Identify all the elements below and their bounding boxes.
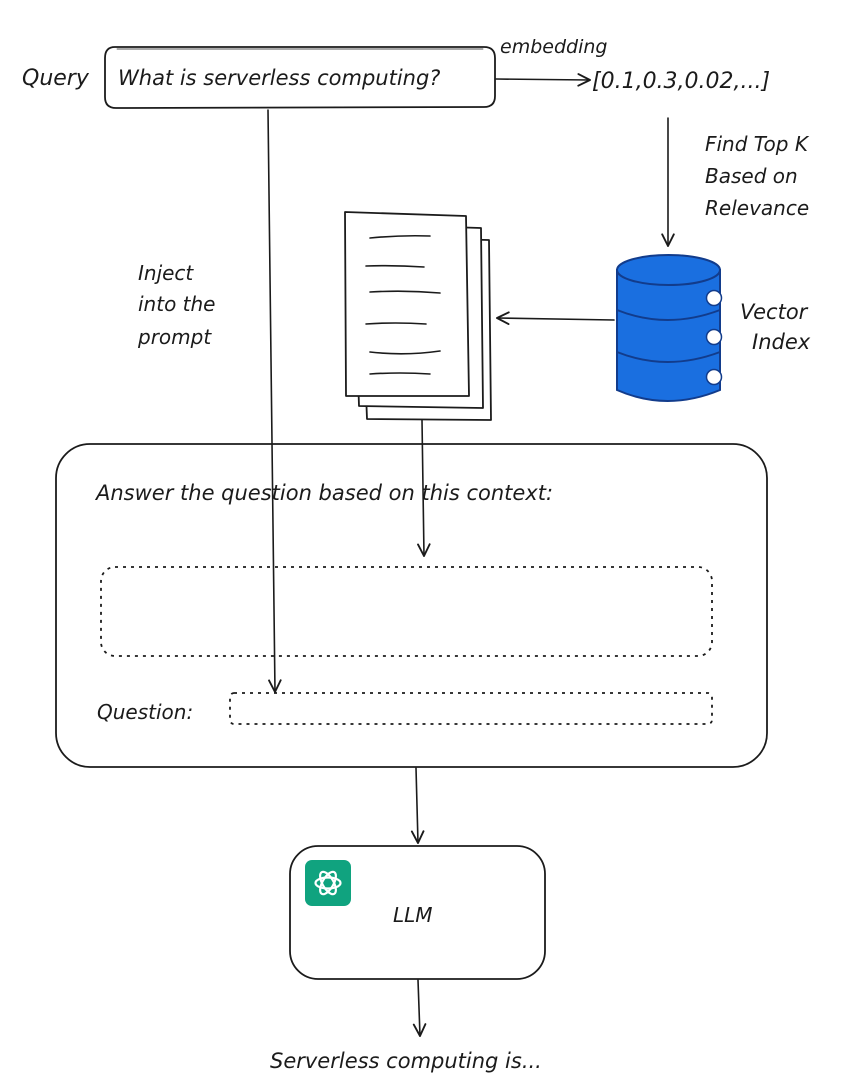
retrieval-line-2: Based on xyxy=(705,164,798,188)
documents-icon xyxy=(344,211,492,421)
database-icon xyxy=(616,254,723,402)
prompt-instruction: Answer the question based on this contex… xyxy=(94,481,553,505)
openai-logo-icon xyxy=(305,860,351,906)
context-arrow xyxy=(417,419,431,557)
embedding-vector: [0.1,0.3,0.02,...] xyxy=(592,69,770,94)
output-text: Serverless computing is... xyxy=(270,1049,542,1073)
retrieval-line-3: Relevance xyxy=(705,196,809,220)
retrieval-line-1: Find Top K xyxy=(705,132,810,156)
vector-index-line-2: Index xyxy=(752,330,811,354)
prompt-template-box: Answer the question based on this contex… xyxy=(55,443,768,768)
inject-line-1: Inject xyxy=(138,261,194,285)
question-placeholder xyxy=(229,692,713,725)
vector-index-line-1: Vector xyxy=(740,300,809,324)
prompt-to-llm-arrow xyxy=(410,767,425,844)
context-placeholder xyxy=(100,566,713,657)
query-text: What is serverless computing? xyxy=(118,66,440,90)
documents-arrow xyxy=(496,311,615,325)
query-label: Query xyxy=(22,66,90,91)
inject-line-3: prompt xyxy=(137,325,212,349)
question-label: Question: xyxy=(97,700,193,724)
llm-box: LLM xyxy=(289,845,546,980)
llm-to-output-arrow xyxy=(412,979,427,1037)
embedding-label: embedding xyxy=(500,36,607,58)
query-box: What is serverless computing? xyxy=(104,46,496,109)
embedding-arrow xyxy=(495,73,591,87)
llm-label: LLM xyxy=(393,903,433,927)
inject-line-2: into the xyxy=(138,292,216,316)
inject-arrow xyxy=(267,109,282,693)
